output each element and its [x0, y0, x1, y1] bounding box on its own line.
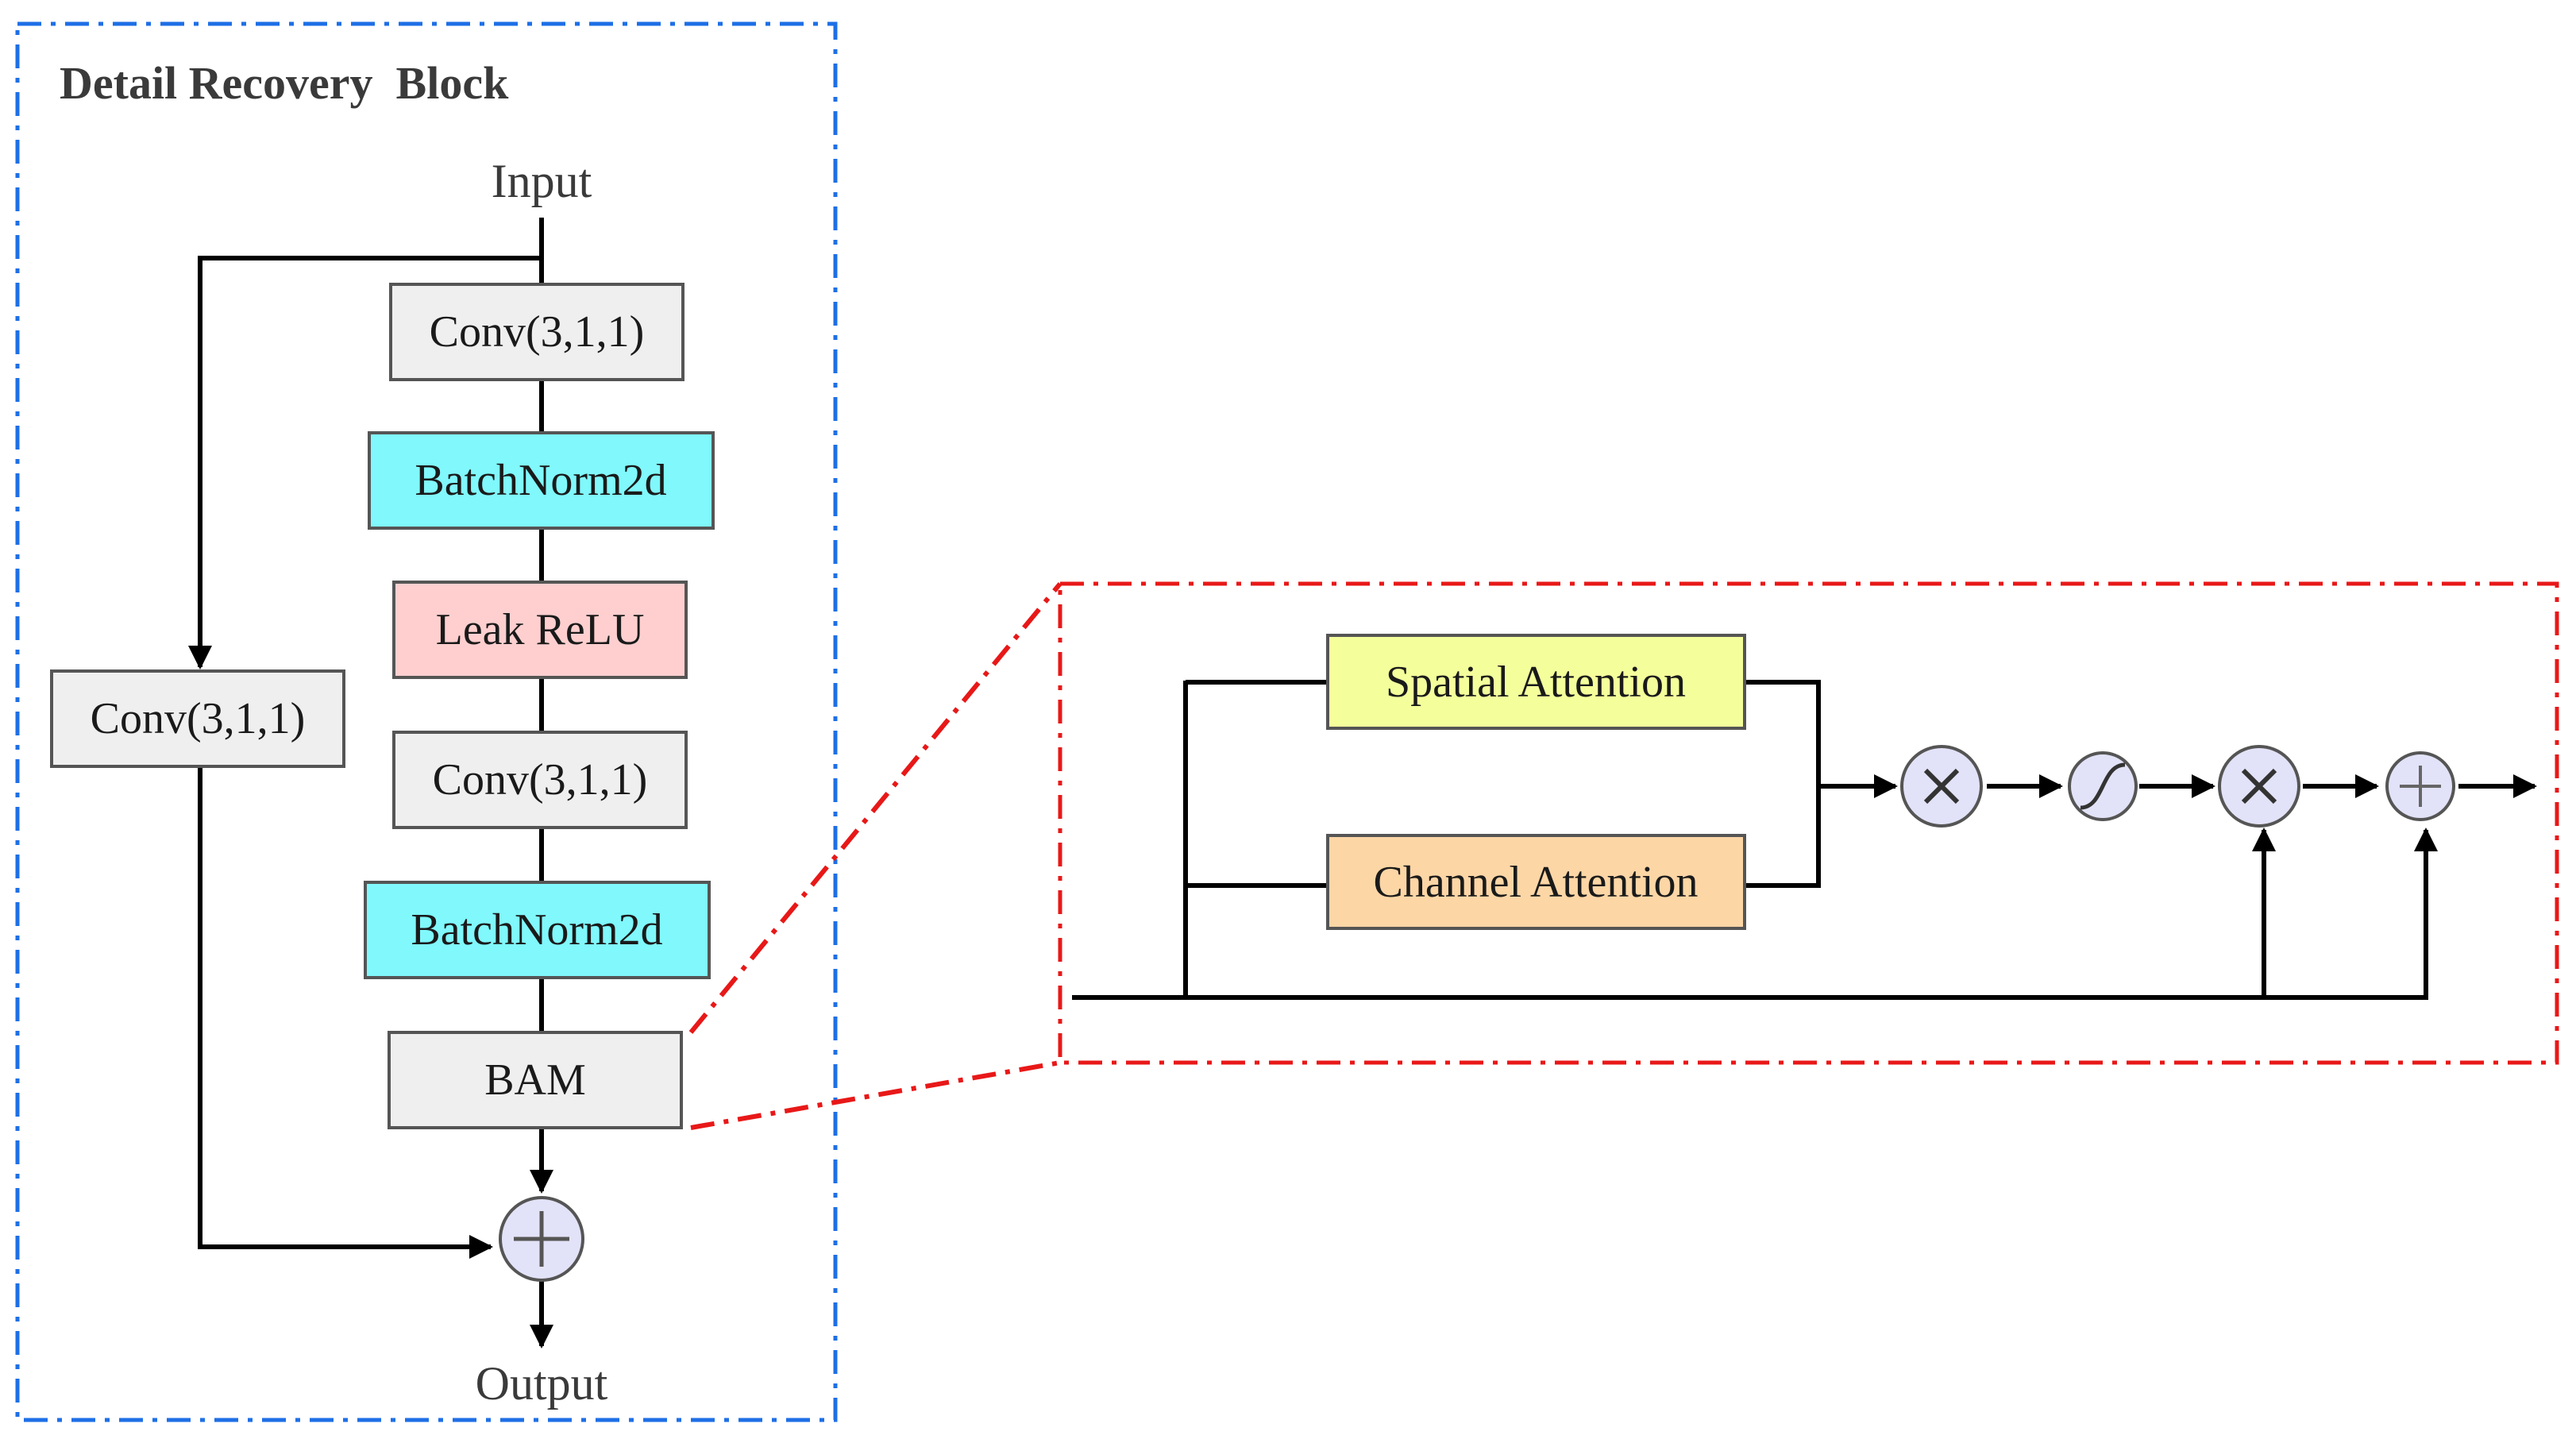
spatial-attention-box: Spatial Attention — [1326, 634, 1746, 730]
block-title: Detail Recovery Block — [60, 57, 509, 109]
conv-box-1: Conv(3,1,1) — [389, 283, 684, 381]
add-node — [499, 1196, 584, 1282]
spatial-attention-label: Spatial Attention — [1386, 658, 1686, 707]
zoom-connectors — [688, 582, 1062, 1130]
skip-conv-box: Conv(3,1,1) — [50, 669, 345, 768]
multiply-icon — [1923, 768, 1960, 804]
bam-box: BAM — [388, 1031, 683, 1129]
skip-conv-box-label: Conv(3,1,1) — [91, 694, 306, 743]
conv-box-1-label: Conv(3,1,1) — [430, 307, 645, 357]
add-icon — [2400, 766, 2441, 807]
bam-detail-wires — [1072, 680, 2537, 1000]
conv-box-2: Conv(3,1,1) — [392, 731, 688, 829]
channel-attention-label: Channel Attention — [1373, 858, 1698, 907]
leaky-relu-box: Leak ReLU — [392, 581, 688, 679]
skip-path-wires — [188, 256, 542, 1259]
multiply-icon — [2241, 768, 2277, 804]
batchnorm-box-1: BatchNorm2d — [368, 431, 715, 530]
input-label: Input — [492, 155, 592, 207]
bam-detail-container — [1058, 581, 2559, 1065]
batchnorm-box-1-label: BatchNorm2d — [415, 456, 666, 505]
multiply-node-1 — [1900, 745, 1983, 828]
batchnorm-box-2-label: BatchNorm2d — [411, 905, 662, 955]
bam-box-label: BAM — [484, 1055, 586, 1105]
batchnorm-box-2: BatchNorm2d — [364, 881, 711, 979]
add-node-bam — [2385, 751, 2455, 821]
leaky-relu-box-label: Leak ReLU — [436, 605, 645, 654]
sigmoid-icon — [2080, 762, 2126, 810]
conv-box-2-label: Conv(3,1,1) — [433, 755, 648, 804]
channel-attention-box: Channel Attention — [1326, 834, 1746, 930]
sigmoid-node — [2068, 751, 2138, 821]
add-icon — [514, 1211, 569, 1267]
block-container — [15, 21, 838, 1422]
output-label: Output — [476, 1357, 608, 1410]
multiply-node-2 — [2218, 745, 2300, 828]
